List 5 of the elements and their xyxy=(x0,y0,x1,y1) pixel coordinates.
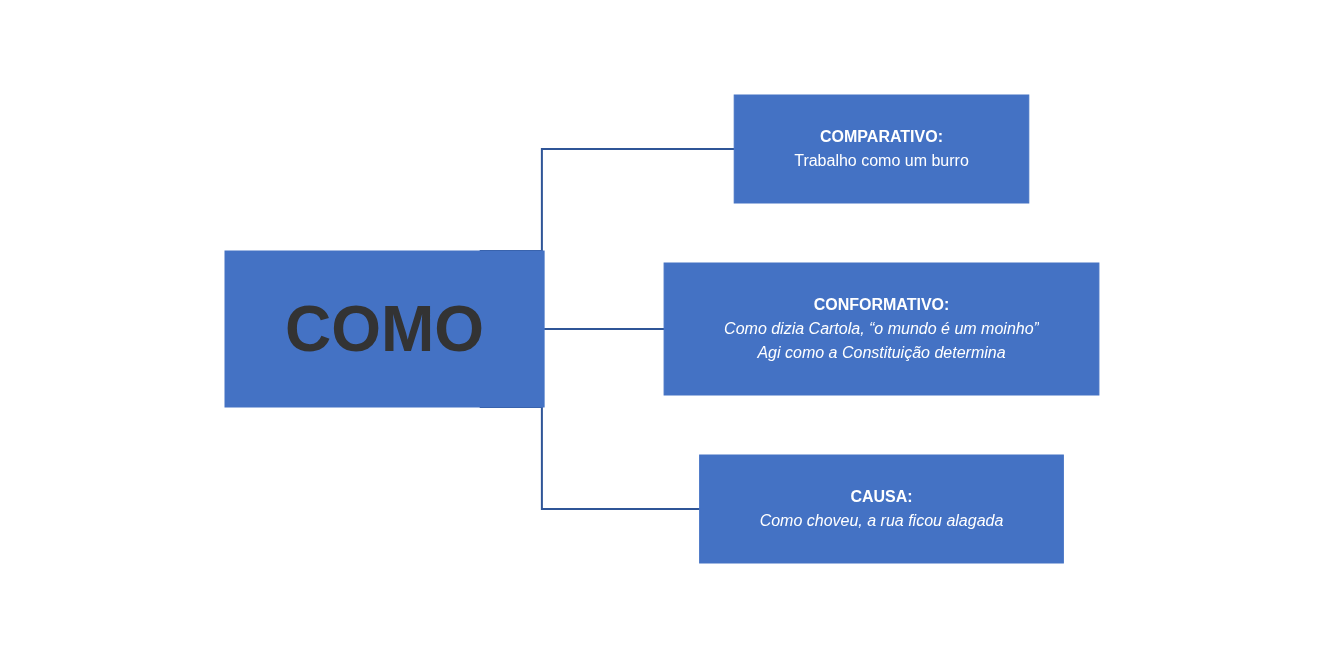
node-box: CAUSA: Como choveu, a rua ficou alagada xyxy=(698,454,1064,564)
node-box: COMPARATIVO: Trabalho como um burro xyxy=(733,94,1029,204)
connector xyxy=(542,328,665,330)
node-box: COMO xyxy=(224,250,545,408)
node-box: CONFORMATIVO: Como dizia Cartola, “o mundo é um moinho” Agi como a Constituição determina xyxy=(663,262,1099,396)
